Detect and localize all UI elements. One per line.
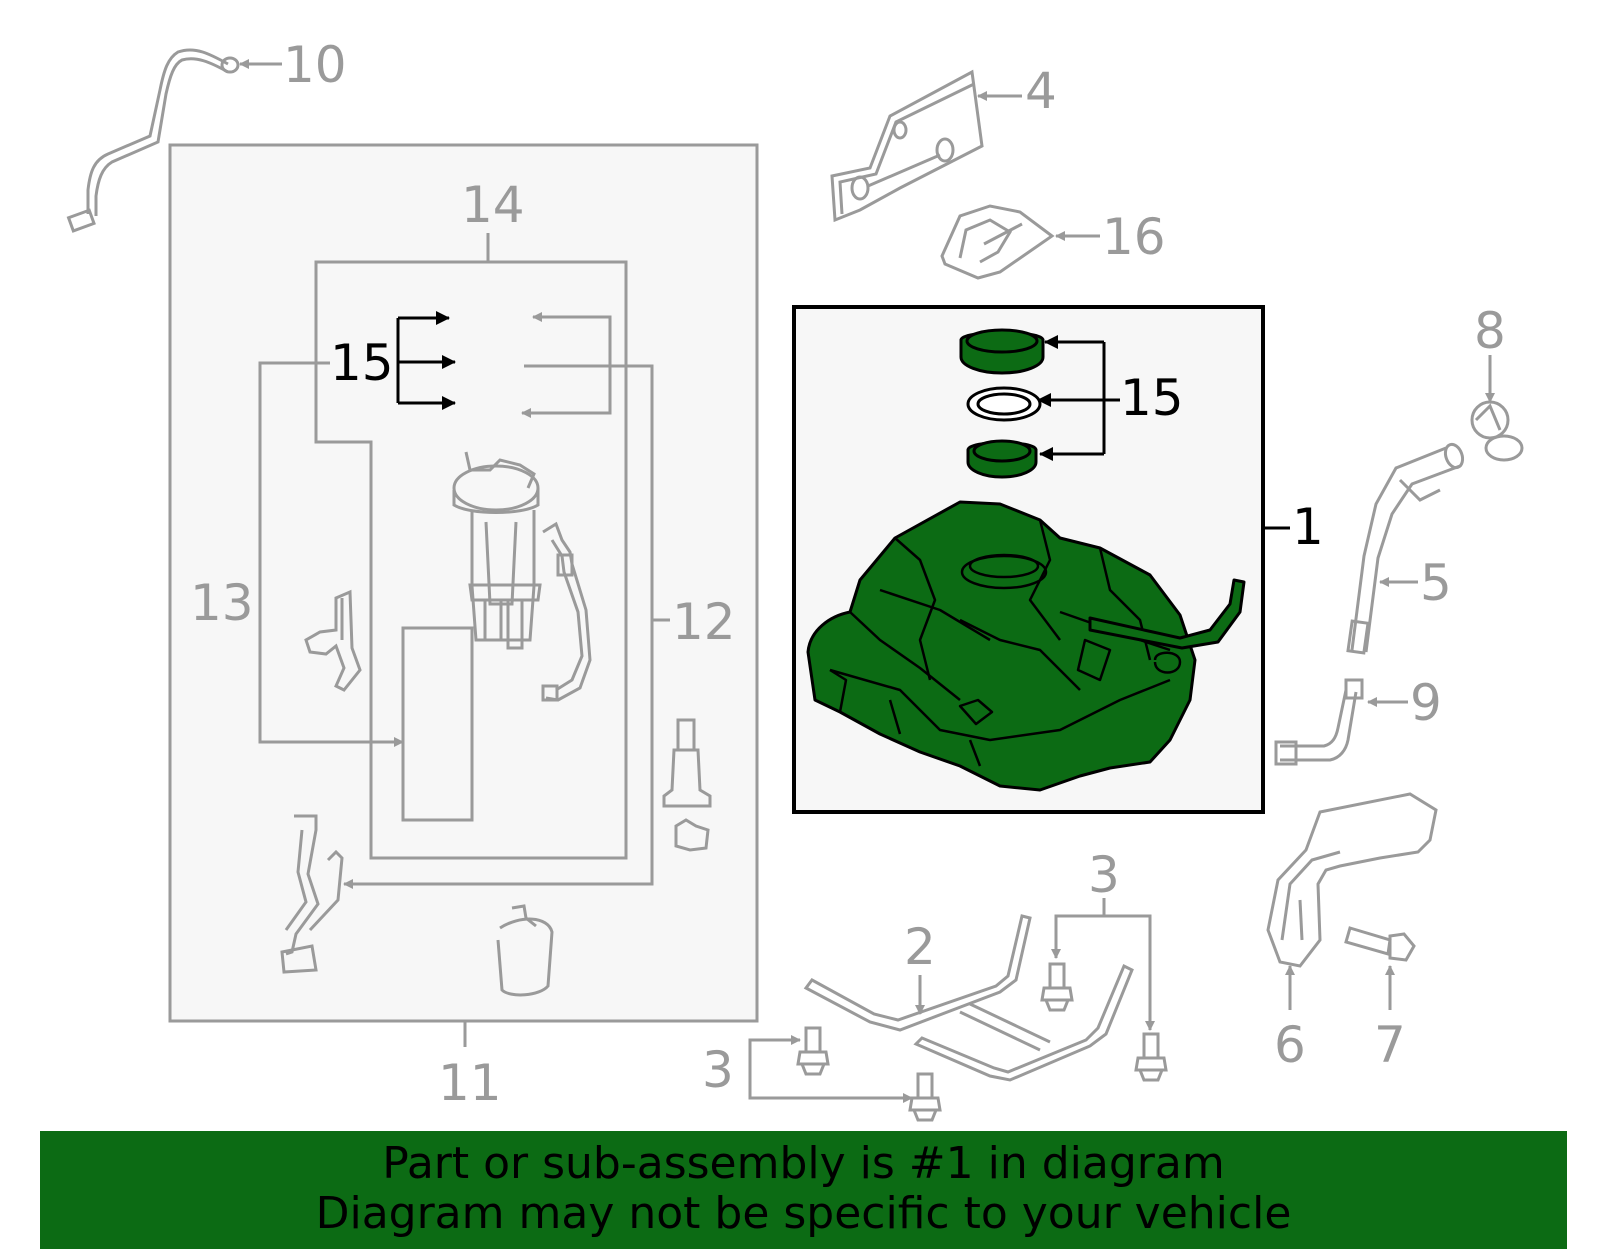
leader-13: [258, 361, 404, 747]
leader-15-tank: [1037, 335, 1120, 461]
part-6-bracket: [1266, 792, 1438, 968]
callout-14: 14: [461, 176, 525, 234]
bolt-d: [908, 1072, 942, 1122]
callout-10: 10: [283, 36, 347, 94]
part-4-heat-shield: [830, 69, 984, 223]
callout-3-right: 3: [1088, 846, 1120, 904]
callout-9: 9: [1410, 674, 1442, 732]
callout-7: 7: [1374, 1016, 1406, 1074]
callout-15-tank: 15: [1120, 369, 1184, 427]
callout-3-left: 3: [702, 1041, 734, 1099]
part-level-sender: [541, 521, 592, 702]
part-filter: [401, 626, 474, 822]
bolt-c: [796, 1026, 830, 1076]
info-banner: Part or sub-assembly is #1 in diagram Di…: [40, 1131, 1567, 1249]
leader-15-kit: [396, 311, 456, 410]
callout-8: 8: [1474, 302, 1506, 360]
part-5-filler-neck: [1346, 442, 1465, 655]
part-1-fuel-tank[interactable]: [806, 500, 1246, 792]
part-harness: [280, 814, 344, 974]
part-clip: [304, 589, 362, 692]
bolt-a: [1040, 962, 1074, 1012]
part-15-seals: [959, 328, 1045, 479]
part-9-hose: [1274, 678, 1364, 766]
callout-2: 2: [904, 918, 936, 976]
callout-6: 6: [1274, 1016, 1306, 1074]
part-7-bolt: [1344, 926, 1416, 962]
callout-16: 16: [1102, 208, 1166, 266]
banner-line-2: Diagram may not be specific to your vehi…: [315, 1188, 1292, 1239]
callout-11: 11: [438, 1054, 502, 1112]
part-strainer: [496, 904, 554, 997]
leader-3-right: [1051, 898, 1155, 1031]
part-16-shield: [940, 204, 1055, 280]
banner-line-1: Part or sub-assembly is #1 in diagram: [382, 1138, 1225, 1189]
part-2-straps: [803, 914, 1134, 1082]
callout-4: 4: [1025, 62, 1057, 120]
part-14-bracket: [314, 260, 628, 860]
part-8-fuel-cap: [1470, 400, 1524, 462]
part-fuel-pump-module: [452, 451, 542, 650]
bolt-b: [1134, 1032, 1168, 1082]
part-3-bolts: [796, 962, 1168, 1122]
part-10-vent-hose: [66, 48, 240, 233]
callout-13: 13: [190, 574, 254, 632]
part-11-kit-box: [168, 143, 759, 1023]
callout-1: 1: [1292, 498, 1324, 556]
callout-15-kit: 15: [330, 334, 394, 392]
leader-3-left: [748, 1035, 913, 1103]
leader-12: [343, 312, 670, 889]
part-regulator: [662, 718, 712, 852]
callout-12: 12: [672, 593, 736, 651]
callout-5: 5: [1420, 554, 1452, 612]
